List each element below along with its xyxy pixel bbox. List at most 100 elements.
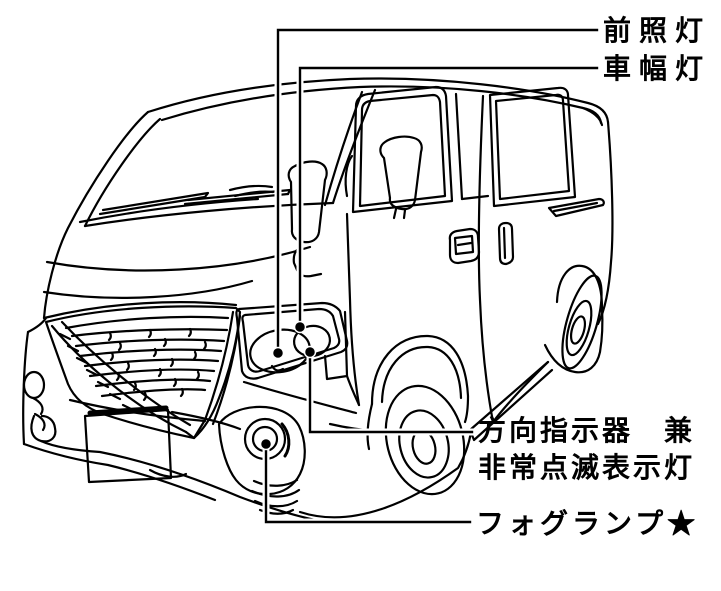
grille-slat-3 [78,348,223,358]
front-wheel [345,334,470,496]
wiper-blade-1b [101,191,210,212]
cowl-line [78,197,260,224]
a-pillar-left [83,117,162,228]
rear-wheel-arch [555,264,604,310]
turn-signal-leader-line [308,350,474,434]
b-pillar-line [454,92,464,201]
body-rear-edge [596,120,614,326]
bumper-lower-sweep [298,430,473,519]
plate-top-shadow [87,405,169,416]
bumper-corner-top [26,316,48,334]
corner-detail-squiggles [30,396,57,443]
headlight-bulb-notch [270,364,285,372]
grille-bottom-lines [68,398,242,431]
fender-under-headlight [242,380,358,415]
sliding-door-seam [477,94,495,424]
grille-vband-left-1 [50,324,188,434]
wiper-arm-detail [228,184,275,198]
fog-lamp-leader-line [264,442,472,524]
front-wheel-arch-outer [370,334,470,424]
turn-signal-label-line1: 方向指示器 兼 [478,414,695,446]
rear-wheel [543,264,604,374]
fog-lamp-callout-dot [259,437,273,451]
windshield-and-hood [42,88,377,320]
front-door-window-inner [358,93,447,208]
sliding-door-window-outer [488,86,577,208]
clearance-callout-dot [293,320,307,334]
sliding-door-window-inner [494,93,571,201]
belt-line [460,194,490,201]
corner-marker [22,370,46,400]
bumper-bottom-left [39,439,322,523]
fog-housing-slat-1 [252,478,299,487]
rear-rim [565,299,593,357]
front-wheel-arch-inner [380,345,463,404]
clearance-leader-line [298,66,599,329]
callout-fog-lamp: フォグランプ★ [259,437,699,539]
roof-edge [146,77,610,124]
grille-slat-7 [100,388,207,398]
van-body-outline [42,77,614,326]
headlight-label: 前照灯 [603,14,711,46]
turn-signal-callout-dot [303,345,317,359]
bumper-dip-detail [148,468,188,478]
front-door-handle [448,227,481,265]
fog-lamp-label: フォグランプ★ [476,508,699,539]
sliding-door-handle [497,221,515,266]
fog-lamp-assembly [217,405,306,515]
grille-v-point [184,418,207,440]
wiper-blade-2 [183,192,290,206]
fog-housing [217,405,306,496]
headlight-leader-line [276,28,599,355]
grille-slat-4 [83,358,220,368]
hood-crease-lower [42,279,254,299]
rear-bumper-bottom [543,306,604,374]
headlight-callout-dot [271,346,285,360]
front-fender-liner [366,402,374,451]
headlight-assembly [235,301,358,415]
callout-headlight: 前照灯 [271,14,711,360]
grille-slat-hooks [107,327,207,402]
hood-front-edge [42,301,238,320]
grille-slat-2 [74,338,226,348]
fog-housing-slat-3 [253,499,299,508]
callouts: 前照灯 車幅灯 方向指示器 兼 非常点滅表示灯 フォグランプ★ [259,14,711,539]
a-pillar-right-inner [323,90,364,207]
grille-outer [44,305,242,440]
headrest-through-windshield [287,160,328,244]
grille-slat-5 [88,368,216,378]
front-door-seam [345,212,361,407]
body-left-edge [42,110,150,320]
grille [44,305,242,440]
far-pillar-arc [344,154,354,198]
front-door-handle-inner [453,234,475,256]
hood-crease-upper [45,245,312,272]
headrest-stems [392,207,407,220]
rear-tire [561,274,603,370]
grille-vband-right-2 [211,314,242,426]
grille-slat-6 [94,378,212,388]
fog-housing-slat-2 [250,488,301,498]
grille-vband-right-1 [203,310,235,422]
callout-turn-signal-hazard: 方向指示器 兼 非常点滅表示灯 [303,345,695,483]
wiper-blade-2b [186,188,292,202]
callout-clearance-lamp: 車幅灯 [293,53,703,334]
front-bumper [22,316,473,523]
headrest-in-door-window [379,135,423,211]
grille-opening-top [64,315,230,330]
headlight-outer [235,301,349,380]
door-track-strip [547,197,605,218]
sliding-door-bottom [491,360,550,424]
side-doors [345,85,605,442]
front-door-window-outer [351,85,454,214]
bumper-air-dam [22,442,217,502]
front-rim [398,409,450,479]
rocker-sill-1 [468,360,550,432]
fog-lens-crescent [280,422,291,458]
headlight-side-wrap [323,310,349,381]
headlight-inner [241,307,341,373]
turn-signal-label-line2: 非常点滅表示灯 [478,452,695,483]
rear-hub [569,315,587,345]
